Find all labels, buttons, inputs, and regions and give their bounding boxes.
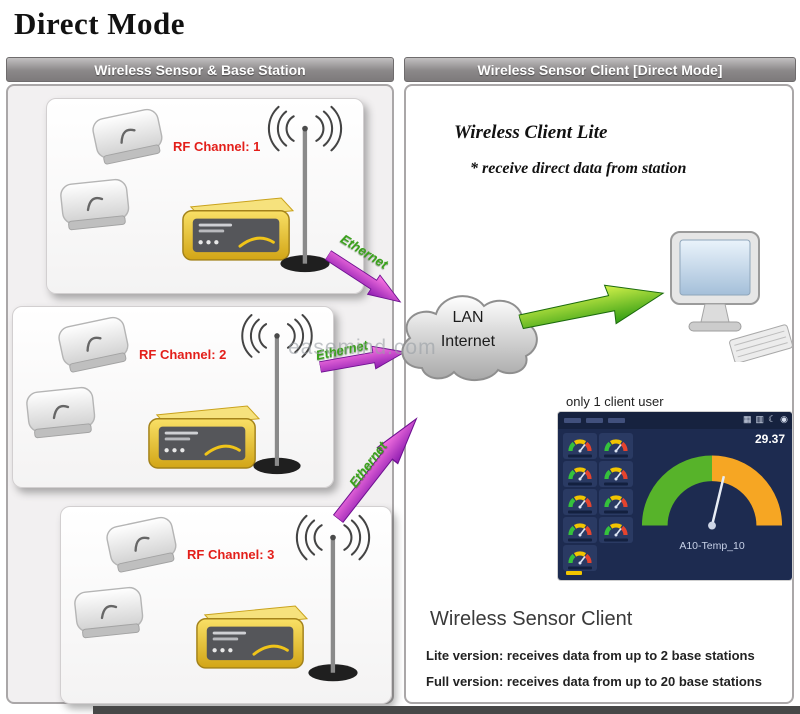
client-title: Wireless Client Lite xyxy=(454,122,608,143)
big-gauge-icon xyxy=(641,455,783,530)
grid-icon: ▦ xyxy=(743,414,752,424)
mini-gauge-icon xyxy=(563,461,597,487)
mini-gauge-icon xyxy=(599,433,633,459)
cloud-label: LAN Internet xyxy=(388,306,548,354)
dashboard-topbar xyxy=(558,412,792,429)
antenna-icon xyxy=(281,513,385,685)
wireless-sensor-icon xyxy=(101,512,182,577)
keyboard-icon xyxy=(729,324,793,362)
menu-item xyxy=(564,418,581,423)
wireless-sensor-icon xyxy=(57,175,134,233)
mini-gauge-icon xyxy=(599,489,633,515)
bottom-crop-bar xyxy=(93,706,800,714)
base-station-panel: RF Channel: 1 RF Channel: 2 RF Channel: … xyxy=(6,84,394,704)
client-user-note: only 1 client user xyxy=(566,394,664,409)
wireless-sensor-icon xyxy=(53,312,134,377)
status-icon: ◉ xyxy=(780,414,788,424)
mini-gauge-grid xyxy=(563,433,633,571)
right-panel-header: Wireless Sensor Client [Direct Mode] xyxy=(404,57,796,82)
mini-gauge-icon xyxy=(563,489,597,515)
client-note: * receive direct data from station xyxy=(470,160,687,177)
menu-item xyxy=(586,418,603,423)
mini-gauge-icon xyxy=(599,517,633,543)
wireless-sensor-icon xyxy=(23,383,100,441)
wireless-sensor-icon xyxy=(71,583,148,641)
mini-gauge-icon xyxy=(563,545,597,571)
dashboard-menu xyxy=(564,418,625,423)
cloud-label-line2: Internet xyxy=(440,333,496,350)
right-panel-header-label: Wireless Sensor Client [Direct Mode] xyxy=(477,61,723,78)
monitor-icon xyxy=(670,231,760,332)
list-icon: ▥ xyxy=(755,414,765,424)
left-panel-header: Wireless Sensor & Base Station xyxy=(6,57,394,82)
moon-icon: ☾ xyxy=(768,414,777,424)
wireless-sensor-icon xyxy=(87,104,168,169)
status-dash xyxy=(566,571,582,575)
temperature-reading: 29.37 xyxy=(754,432,785,446)
sensor-group-2: RF Channel: 2 xyxy=(12,306,334,488)
lite-version-line: Lite version: receives data from up to 2… xyxy=(426,648,755,663)
client-panel: Wireless Client Lite * receive direct da… xyxy=(404,84,794,704)
gauge-label: A10-Temp_10 xyxy=(679,540,745,552)
watermark: easemind.com xyxy=(288,336,437,359)
rf-channel-label: RF Channel: 1 xyxy=(173,139,261,154)
mini-gauge-icon xyxy=(563,433,597,459)
dashboard-icons: ▦ ▥ ☾ ◉ xyxy=(743,414,788,425)
menu-item xyxy=(608,418,625,423)
sensor-group-1: RF Channel: 1 xyxy=(46,98,364,294)
mini-gauge-icon xyxy=(599,461,633,487)
page-title: Direct Mode xyxy=(14,6,186,41)
sensor-group-3: RF Channel: 3 xyxy=(60,506,392,704)
mini-gauge-icon xyxy=(563,517,597,543)
client-computer-icon xyxy=(670,231,793,362)
footer-title: Wireless Sensor Client xyxy=(430,608,633,630)
cloud-label-line1: LAN xyxy=(452,309,484,326)
rf-channel-label: RF Channel: 2 xyxy=(139,347,227,362)
left-panel-header-label: Wireless Sensor & Base Station xyxy=(94,61,306,78)
full-version-line: Full version: receives data from up to 2… xyxy=(426,674,762,689)
lan-arrow-icon xyxy=(518,284,665,330)
dashboard-screenshot: ▦ ▥ ☾ ◉ 29.37 xyxy=(558,412,792,580)
rf-channel-label: RF Channel: 3 xyxy=(187,547,275,562)
